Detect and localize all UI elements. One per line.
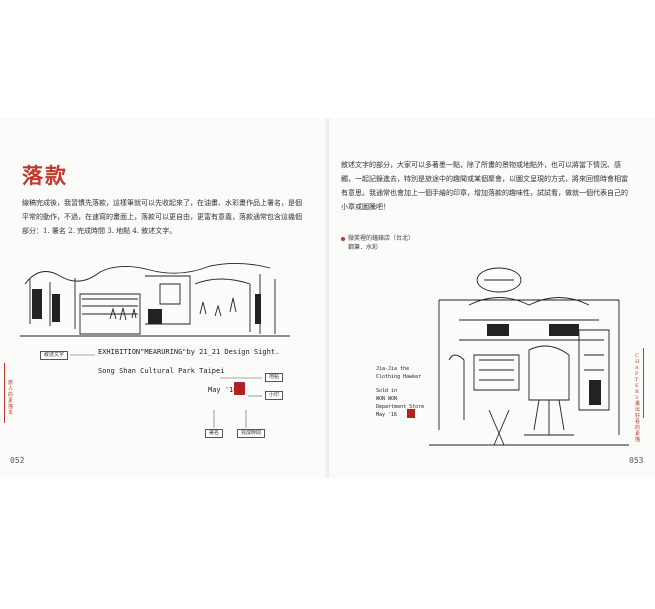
handwritten-note-line5: Department Store	[376, 404, 425, 410]
right-body-text: 敘述文字的部分，大家可以多著墨一點，除了所畫的景物或地點外，也可以將當下情況、感…	[341, 161, 628, 211]
page-title: 落款	[22, 163, 68, 188]
shop-interior-sketch	[429, 267, 629, 446]
red-seal-stamp	[234, 382, 245, 395]
left-page: 落款 線稿完成後，我習慣先落款，這樣筆就可以先收起來了，在油畫、水彩畫作品上署名…	[0, 118, 326, 478]
caption-title: 微笑裡的鐘錶店（台北）	[348, 235, 415, 242]
label-place: 地點	[265, 373, 284, 382]
right-page-number: 053	[629, 456, 644, 465]
handwritten-note-line3: Sold in	[376, 388, 398, 394]
handwritten-note-line6: May '16	[376, 412, 398, 418]
caption-bullet-icon	[341, 236, 345, 241]
handwritten-note-line2: Clothing Hawker	[376, 374, 422, 380]
handwritten-note-line4: WON WON	[376, 396, 398, 402]
left-side-text: 旅人的素描本	[8, 380, 14, 416]
annotation-leader-lines	[70, 354, 262, 428]
label-time: 完成時間	[237, 429, 266, 438]
handwritten-note-line1: Jia-Jia the	[376, 366, 410, 372]
side-rule	[4, 363, 5, 423]
right-side-text: CHAPTER 3 畫出好看的素描	[635, 353, 641, 443]
left-body-text: 線稿完成後，我習慣先落款，這樣筆就可以先收起來了，在油畫、水彩畫作品上署名，是個…	[22, 199, 302, 235]
street-sketch	[20, 263, 290, 337]
sketch-caption: 微笑裡的鐘錶店（台北） 鋼筆．水彩	[341, 234, 414, 252]
label-signature: 署名	[205, 429, 224, 438]
handwritten-place: Song Shan Cultural Park Taipei	[98, 367, 225, 375]
book-spread: 落款 線稿完成後，我習慣先落款，這樣筆就可以先收起來了，在油畫、水彩畫作品上署名…	[0, 118, 655, 478]
label-seal: 小印	[265, 391, 284, 400]
handwritten-date: May '16	[208, 386, 238, 394]
label-description: 敘述文字	[40, 351, 69, 360]
right-page: 敘述文字的部分，大家可以多著墨一點，除了所畫的景物或地點外，也可以將當下情況、感…	[329, 118, 655, 478]
right-side-rule	[643, 348, 644, 418]
caption-medium: 鋼筆．水彩	[348, 244, 379, 251]
left-page-number: 052	[10, 456, 25, 465]
book-gutter	[326, 118, 329, 478]
handwritten-description: EXHIBITION"MEARURING"by 21_21 Design Sig…	[98, 348, 280, 356]
red-seal-stamp-right	[407, 409, 415, 418]
